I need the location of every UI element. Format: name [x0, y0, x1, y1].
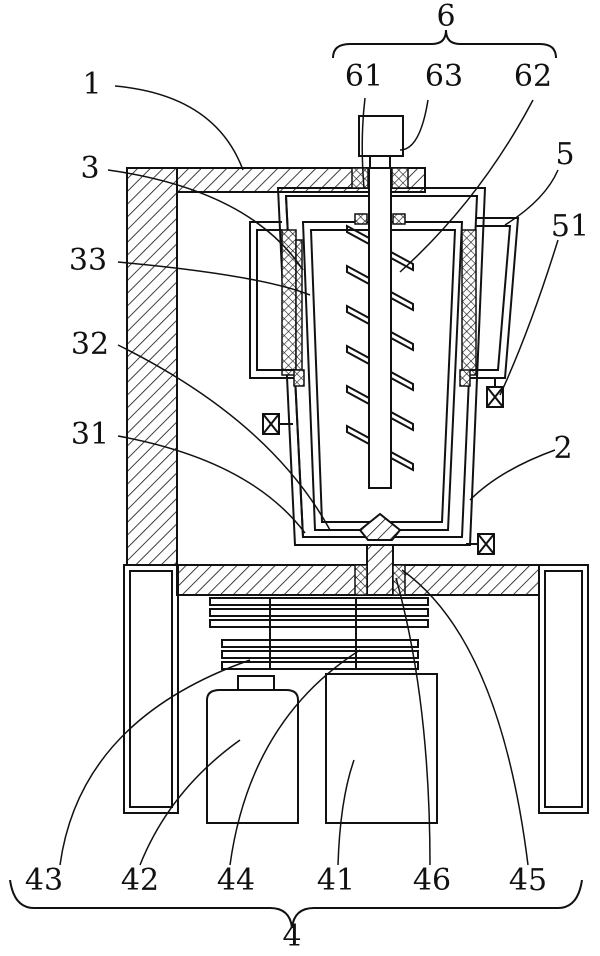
bottom-hub [354, 512, 406, 596]
label-31: 31 [71, 417, 109, 452]
label-51: 51 [551, 209, 589, 244]
inner-basket [301, 221, 464, 531]
brace-6 [332, 29, 557, 59]
label-42: 42 [121, 863, 159, 898]
label-46: 46 [413, 863, 451, 898]
label-6: 6 [436, 0, 455, 34]
labels: 6 61 63 62 1 5 3 51 33 32 31 2 43 42 44 … [25, 0, 589, 954]
valve-bottom-right [466, 533, 495, 555]
label-4: 4 [282, 919, 301, 954]
stirring-shaft [368, 167, 392, 489]
label-32: 32 [71, 327, 109, 362]
left-leg [123, 564, 179, 814]
label-5: 5 [555, 137, 574, 172]
valve-left [262, 413, 293, 435]
label-61: 61 [345, 59, 383, 94]
label-63: 63 [425, 59, 463, 94]
stirring-blades [346, 224, 414, 472]
label-62: 62 [514, 59, 552, 94]
collecting-tank [249, 217, 520, 379]
leader-lines [59, 85, 559, 866]
right-leg [538, 564, 589, 814]
valve-tank [486, 377, 504, 408]
label-43: 43 [25, 863, 63, 898]
label-2: 2 [553, 431, 572, 466]
frame [126, 167, 426, 566]
label-3: 3 [80, 151, 99, 186]
pulley-stack [209, 597, 429, 670]
label-33: 33 [69, 243, 107, 278]
label-45: 45 [509, 863, 547, 898]
brace-4 [9, 879, 583, 929]
motor-42 [206, 675, 299, 824]
label-44: 44 [217, 863, 255, 898]
label-41: 41 [317, 863, 355, 898]
stirring-motor [358, 115, 404, 169]
filter-layer [281, 229, 477, 376]
label-1: 1 [82, 67, 101, 102]
seals [293, 167, 471, 387]
